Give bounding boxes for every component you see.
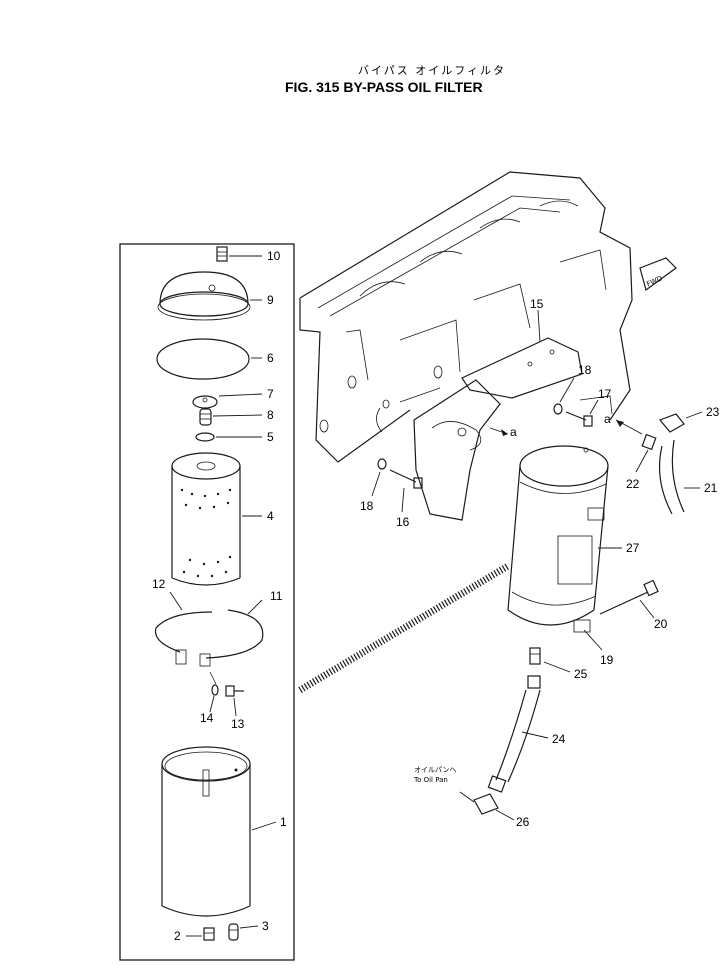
part-22-adapter [641, 433, 657, 451]
callout-27: 27 [626, 541, 640, 555]
part-7-valve [192, 395, 218, 409]
callout-16: 16 [396, 515, 410, 529]
part-21-hose [658, 439, 685, 515]
svg-text:FWD: FWD [645, 275, 663, 289]
note-to-oil-pan: To Oil Pan [413, 776, 448, 784]
part-6-o-ring [156, 338, 250, 380]
part-5-seal [195, 432, 215, 442]
callout-25: 25 [574, 667, 588, 681]
callout-17: 17 [598, 387, 612, 401]
part-24-hose [487, 675, 541, 793]
part-16-bolt [389, 469, 423, 489]
part-9-cover [157, 271, 251, 321]
reference-mark-a-right: a [604, 412, 611, 426]
part-14-washer [211, 684, 219, 696]
part-18-washer-upper [553, 403, 563, 415]
page-title: FIG. 315 BY-PASS OIL FILTER [285, 79, 483, 95]
part-26-elbow [459, 791, 499, 815]
callout-18-lower: 18 [360, 499, 374, 513]
callout-19: 19 [600, 653, 614, 667]
callout-2: 2 [174, 929, 181, 943]
part-10-plug [216, 246, 228, 262]
note-to-oil-pan-jp: オイルパンへ [414, 766, 456, 774]
part-17-bolt [565, 411, 593, 427]
callout-23: 23 [706, 405, 720, 419]
part-3-plug [228, 923, 239, 941]
exploded-view-frame [119, 243, 295, 961]
callout-11: 11 [270, 589, 283, 603]
callout-9: 9 [267, 293, 274, 307]
callout-6: 6 [267, 351, 274, 365]
callout-4: 4 [267, 509, 274, 523]
part-11-band [199, 609, 264, 667]
part-20-bolt [599, 579, 659, 615]
part-8-spring [199, 408, 212, 426]
callout-5: 5 [267, 430, 274, 444]
fwd-direction-tag: FWD [639, 257, 677, 292]
callout-18-upper: 18 [578, 363, 592, 377]
callout-14: 14 [200, 711, 214, 725]
part-25-fitting [529, 647, 541, 665]
callout-10: 10 [267, 249, 281, 263]
part-1-filter-case [161, 746, 251, 917]
callout-15: 15 [530, 297, 544, 311]
part-12-band [154, 611, 213, 665]
part-18-washer-lower [377, 458, 387, 470]
part-4-filter-element [171, 452, 241, 586]
callout-3: 3 [262, 919, 269, 933]
assembly-connection-line [298, 562, 510, 694]
reference-mark-a-left: a [510, 425, 517, 439]
engine-block [299, 171, 633, 463]
callout-21: 21 [704, 481, 718, 495]
title-japanese: バイパス オイルフィルタ [358, 64, 506, 77]
callout-20: 20 [654, 617, 668, 631]
callout-13: 13 [231, 717, 245, 731]
part-2-drain-plug [203, 927, 215, 941]
callout-8: 8 [267, 408, 274, 422]
callout-22: 22 [626, 477, 640, 491]
callout-7: 7 [267, 387, 274, 401]
callout-12: 12 [152, 577, 166, 591]
part-13-bolt [225, 685, 244, 697]
callout-26: 26 [516, 815, 530, 829]
part-23-elbow [658, 413, 685, 433]
part-27-filter-assembly [507, 445, 609, 633]
callout-1: 1 [280, 815, 287, 829]
part-15-bracket [413, 337, 583, 521]
callout-24: 24 [552, 732, 566, 746]
